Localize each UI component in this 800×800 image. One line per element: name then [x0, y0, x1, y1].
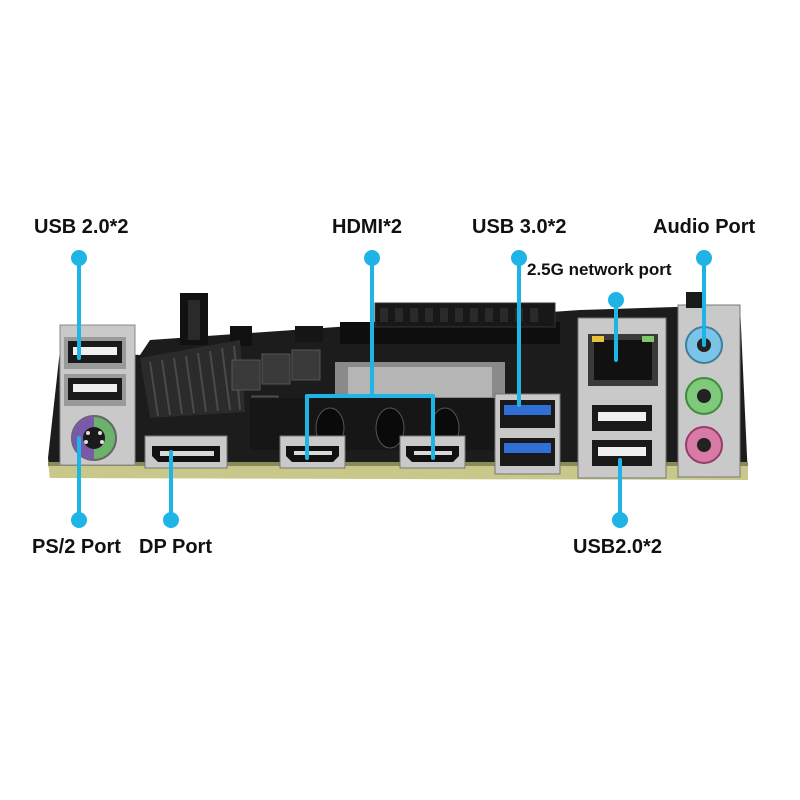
usb3-stack	[494, 393, 561, 475]
callout-dots	[71, 250, 712, 528]
label-usb30: USB 3.0*2	[472, 216, 567, 238]
lan-usb-stack	[577, 317, 667, 479]
dp-port	[144, 435, 228, 469]
board-rear-components	[180, 293, 560, 346]
label-usb20-left: USB 2.0*2	[34, 216, 129, 238]
label-dp-port: DP Port	[139, 536, 212, 558]
label-audio-port: Audio Port	[653, 216, 756, 238]
audio-jacks	[677, 292, 741, 478]
label-usb20-right: USB2.0*2	[573, 536, 662, 558]
hdmi-ports	[279, 435, 466, 469]
label-ps2-port: PS/2 Port	[32, 536, 121, 558]
label-hdmi: HDMI*2	[332, 216, 403, 238]
callouts	[77, 256, 706, 522]
left-io-shroud	[59, 324, 136, 466]
label-network-port: 2.5G network port	[527, 260, 672, 279]
